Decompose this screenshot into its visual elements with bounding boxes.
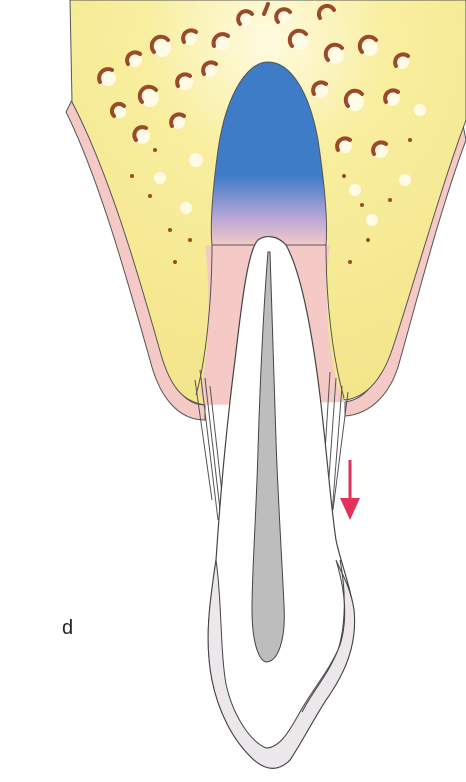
down-arrow-icon — [340, 460, 360, 520]
panel-label: d — [62, 618, 73, 638]
